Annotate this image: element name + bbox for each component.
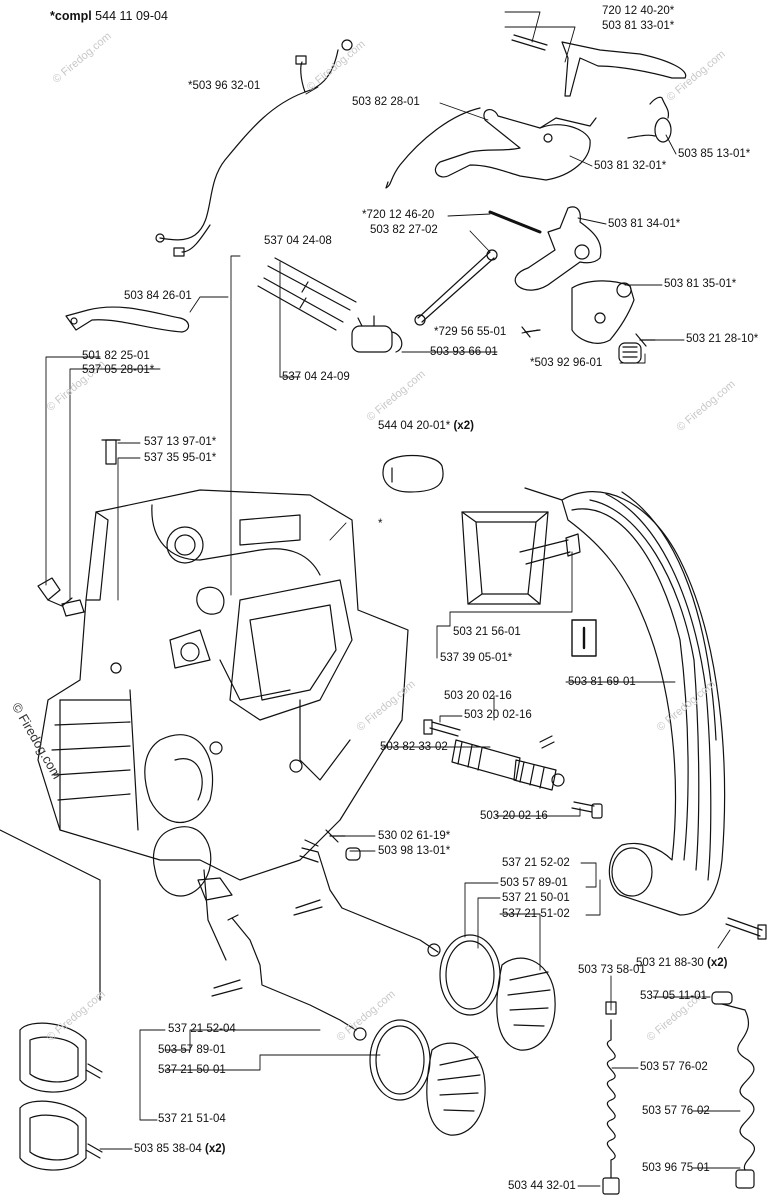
part-label: 503 84 26-01 [124,290,192,302]
part-label: 503 85 38-04 (x2) [134,1143,225,1156]
ignition-cable [155,39,353,257]
part-label: 503 57 89-01 [158,1044,226,1056]
part-label: 503 81 69-01 [568,676,636,688]
part-label: 537 05 28-01* [82,364,155,376]
part-label: 503 82 27-02 [370,224,438,236]
part-label: 503 98 13-01* [378,845,451,857]
part-label: 537 39 05-01* [440,652,513,664]
part-label: 537 21 52-04 [168,1023,236,1035]
part-label: 503 21 88-30 (x2) [636,957,727,970]
part-label: 503 20 02-16 [444,690,512,702]
leader-lines [45,11,741,1187]
part-label: 501 82 25-01 [82,350,150,362]
part-label: 503 57 76-02 [642,1105,710,1117]
header-prefix: *compl [50,9,92,23]
part-number: 503 21 88-30 [636,957,704,969]
cover-part [382,455,444,493]
part-label: 503 96 75-01 [642,1162,710,1174]
part-label: 503 81 33-01* [602,20,675,32]
part-label: 537 05 11-01 [640,990,707,1002]
part-quantity: (x2) [707,957,728,969]
part-label: 503 82 33-02 [380,741,448,753]
header-number: 544 11 09-04 [95,9,168,23]
part-label: *503 92 96-01 [530,357,603,369]
part-label: 537 35 95-01* [144,452,217,464]
vibration-dampers [0,829,103,1171]
part-label: 503 81 32-01* [594,160,667,172]
part-label: 503 93 66-01 [430,346,498,358]
part-label: 537 21 51-02 [502,908,570,920]
part-label: 503 85 13-01* [678,148,751,160]
part-label: *729 56 55-01 [434,326,507,338]
part-label: 530 02 61-19* [378,830,451,842]
part-label: 503 44 32-01 [508,1180,576,1192]
handle-bar [524,487,767,940]
part-label: 537 21 51-04 [158,1113,226,1125]
fittings [37,439,121,617]
part-number: 503 85 38-04 [134,1143,202,1155]
part-label: 537 21 52-02 [502,857,570,869]
part-label: 503 81 35-01* [664,278,737,290]
bolts [325,719,603,861]
part-quantity: (x2) [205,1143,226,1155]
bracket-part [65,306,190,333]
part-label: 503 21 56-01 [453,626,521,638]
assembly-header: *compl 544 11 09-04 [50,9,168,23]
part-label: 720 12 40-20* [602,5,675,17]
part-label: 503 57 89-01 [500,877,568,889]
part-label: 503 73 58-01 [578,964,646,976]
part-label: 503 20 02-16 [480,810,548,822]
part-label: 537 04 24-09 [282,371,350,383]
throttle-linkage [385,34,687,364]
part-label: 537 21 50-01 [502,892,570,904]
fuel-tube-assemblies [203,839,556,1136]
part-label: * [378,518,383,530]
part-label: 503 21 28-10* [686,333,759,345]
crankcase-housing [37,489,409,901]
part-label: *720 12 46-20 [362,209,435,221]
fuel-hoses [257,257,403,353]
springs [602,991,756,1195]
part-label: 537 04 24-08 [264,235,332,247]
part-label: 503 82 28-01 [352,96,420,108]
part-quantity: (x2) [453,420,474,432]
part-label: 537 21 50-01 [158,1064,226,1076]
filter-element [461,511,597,657]
part-label: 503 20 02-16 [464,709,532,721]
part-label: *503 96 32-01 [188,80,261,92]
part-label: 537 13 97-01* [144,436,217,448]
part-label: 503 81 34-01* [608,218,681,230]
part-label: 544 04 20-01* (x2) [378,420,474,433]
part-number: 544 04 20-01* [378,420,451,432]
part-label: 503 57 76-02 [640,1061,708,1073]
